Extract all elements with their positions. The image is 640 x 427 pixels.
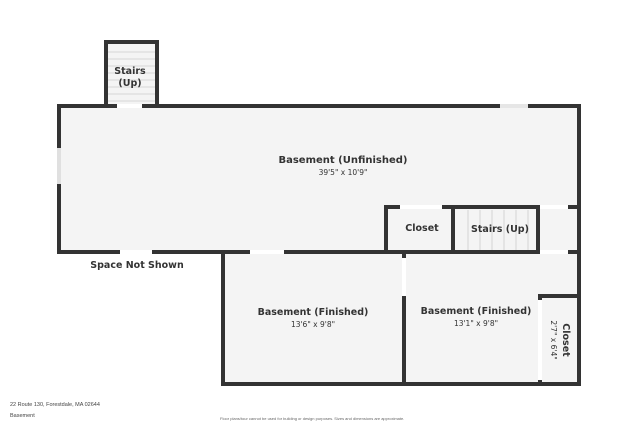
closet-right-dims: 2'7" x 6'4": [549, 320, 558, 359]
disclaimer-text: Floor plans/tour cannot be used for buil…: [220, 416, 405, 421]
basement-finished-left-dims: 13'6" x 9'8": [291, 320, 335, 329]
stairs-mid-label: Stairs (Up): [471, 224, 529, 235]
openings: [57, 104, 568, 380]
stair-treads-top: [108, 51, 155, 102]
stair-treads-mid: [467, 210, 529, 250]
room-labels: Stairs (Up) Basement (Unfinished) 39'5" …: [90, 66, 571, 360]
property-address: 22 Route 130, Forestdale, MA 02644: [10, 402, 100, 408]
floor-fills: [60, 43, 579, 382]
basement-unfinished-label: Basement (Unfinished): [278, 155, 407, 166]
walls: [57, 40, 581, 386]
floor-level-label: Basement: [10, 413, 35, 419]
stairs-top-label: Stairs: [114, 66, 146, 77]
stairs-top-label-line2: (Up): [118, 78, 141, 89]
space-not-shown-label: Space Not Shown: [90, 260, 184, 271]
basement-finished-left-label: Basement (Finished): [258, 307, 369, 318]
basement-finished-right-dims: 13'1" x 9'8": [454, 319, 498, 328]
basement-finished-right-label: Basement (Finished): [421, 306, 532, 317]
window-marks: [57, 104, 528, 184]
closet-right-label: Closet: [560, 323, 571, 357]
basement-unfinished-dims: 39'5" x 10'9": [319, 168, 368, 177]
closet-top-label: Closet: [405, 223, 439, 234]
